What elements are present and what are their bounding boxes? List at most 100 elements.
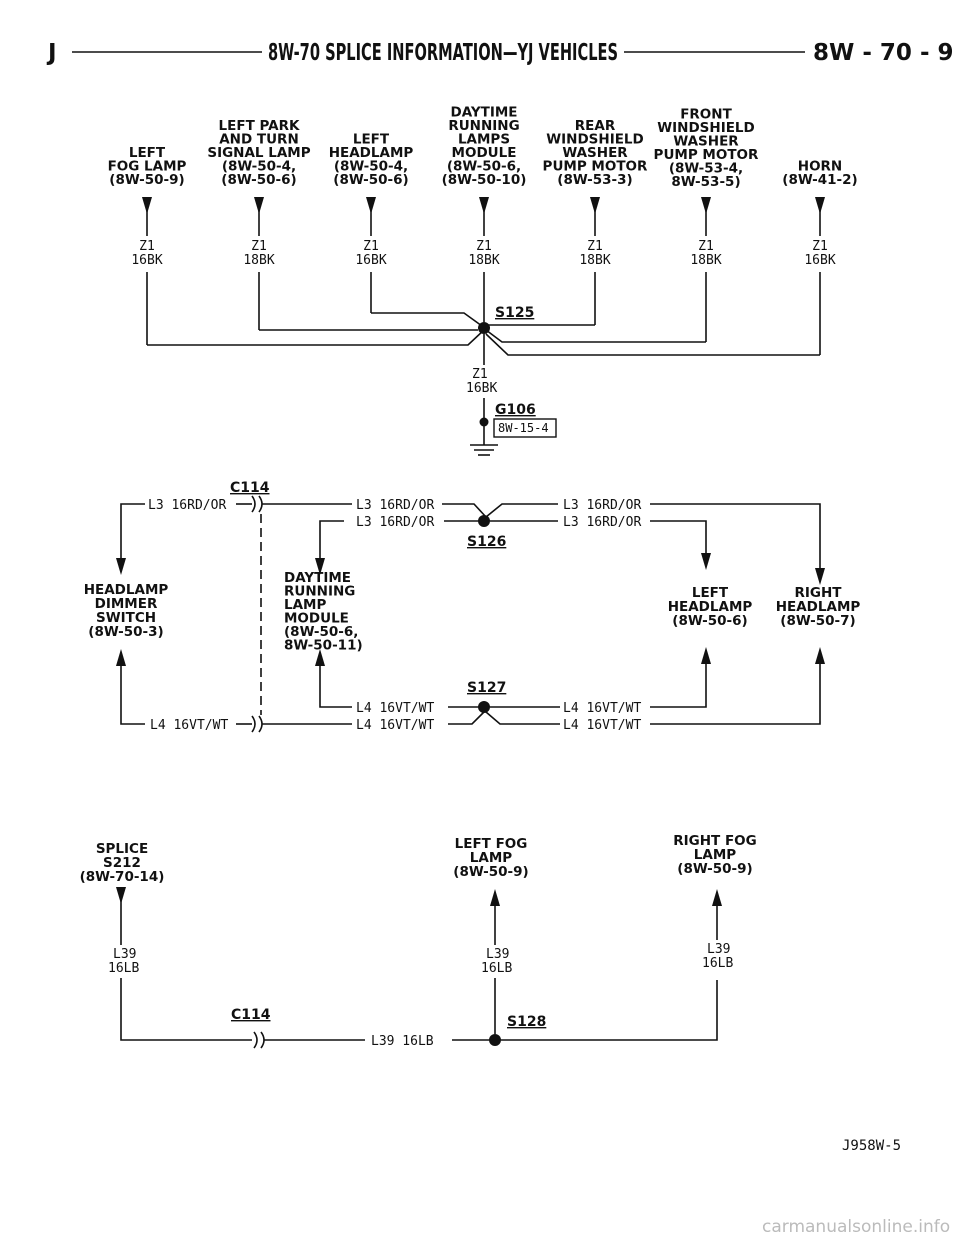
ground-ref: 8W-15-4 (498, 421, 549, 435)
mid-components: HEADLAMPDIMMERSWITCH(8W-50-3)DAYTIMERUNN… (84, 570, 861, 654)
component-label-line: LAMP (284, 597, 326, 613)
component-label-line: LAMP (470, 850, 512, 866)
arrow-up (701, 647, 711, 664)
wire-gauge: 16LB (481, 961, 512, 976)
component-label-line: WINDSHIELD (546, 132, 644, 148)
component-label-line: (8W-50-3) (88, 624, 163, 640)
wire-code: L39 (707, 942, 730, 957)
component-label-line: DIMMER (95, 596, 158, 612)
ground-point-dot (479, 417, 489, 427)
connector-c114-symbol (251, 715, 263, 733)
s126-s127-section: C114 L3 16RD/OR L3 16RD/OR L3 16RD/OR S1… (84, 480, 861, 733)
wire-l3 (485, 503, 558, 518)
wire-l3 (442, 503, 487, 518)
wire-label: L3 16RD/OR (356, 515, 434, 530)
arrow-up (712, 889, 722, 906)
wire-code: L39 (486, 947, 509, 962)
arrow-down (116, 887, 126, 904)
connector-label-c114-bottom: C114 (231, 1007, 271, 1023)
arrow-up (116, 649, 126, 666)
connector-c114-symbol (253, 1031, 265, 1049)
page-header: J 8W-70 SPLICE INFORMATION—YJ VEHICLES 8… (46, 40, 954, 66)
component-label-line: SPLICE (96, 841, 148, 857)
wire-gauge: 16BK (131, 253, 162, 268)
component-label-line: SIGNAL LAMP (207, 145, 310, 161)
wire-l3-left-headlamp (650, 520, 707, 555)
wire-l39-left (120, 978, 252, 1041)
wire-label: L4 16VT/WT (150, 718, 228, 733)
component-label-line: (8W-50-9) (677, 861, 752, 877)
out-wire-gauge: 16BK (466, 381, 497, 396)
wire-l3-drl (319, 520, 344, 560)
component-label-line: LEFT (692, 585, 729, 601)
header-letter: J (46, 40, 57, 66)
component-label-line: 8W-53-5) (671, 174, 740, 190)
component-label-line: PUMP MOTOR (654, 147, 759, 163)
arrow-up (315, 649, 325, 666)
component-label-line: LEFT PARK (219, 118, 300, 134)
component-label-line: (8W-50-10) (442, 172, 527, 188)
component-label-line: HEADLAMP (84, 582, 169, 598)
arrow-up (490, 889, 500, 906)
wire-gauge: 16LB (108, 961, 139, 976)
arrow-down (116, 558, 126, 575)
component-label-line: (8W-41-2) (782, 172, 857, 188)
wire-gauge: 18BK (243, 253, 274, 268)
component-label-line: (8W-50-6, (447, 159, 521, 175)
component-label-line: FRONT (680, 107, 732, 123)
page-number: 8W - 70 - 9 (813, 40, 954, 66)
wire-l39-right (501, 980, 718, 1041)
arrow-down (590, 197, 600, 214)
component-label-line: (8W-50-9) (453, 864, 528, 880)
wire-gauge: 18BK (690, 253, 721, 268)
wire-code: L39 (113, 947, 136, 962)
component-label-line: (8W-50-4, (334, 159, 408, 175)
wire-label: L4 16VT/WT (356, 701, 434, 716)
wire-run (147, 329, 485, 346)
watermark-text: carmanualsonline.info (762, 1217, 950, 1237)
splice-label-s128: S128 (507, 1014, 546, 1030)
arrow-down (701, 197, 711, 214)
component-label-line: HEADLAMP (668, 599, 753, 615)
wire-label: L3 16RD/OR (356, 498, 434, 513)
component-label-line: WINDSHIELD (657, 120, 755, 136)
wire-gauge: 16BK (355, 253, 386, 268)
wire-code: Z1 (476, 239, 492, 254)
component-label-line: WASHER (673, 134, 739, 150)
component-label-line: AND TURN (219, 132, 299, 148)
page-title: 8W-70 SPLICE INFORMATION—YJ VEHICLES (268, 40, 618, 66)
component-label-line: MODULE (284, 611, 349, 627)
wire-label: L4 16VT/WT (356, 718, 434, 733)
arrow-down (315, 558, 325, 575)
ground-label: G106 (495, 402, 536, 418)
arrow-down (254, 197, 264, 214)
component-label-line: (8W-50-4, (222, 159, 296, 175)
wire-label: L39 16LB (371, 1034, 434, 1049)
arrow-down (366, 197, 376, 214)
s125-wiring: S125 Z1 16BK G106 8W-15-4 (146, 272, 821, 456)
arrow-down (815, 197, 825, 214)
component-label-line: MODULE (452, 145, 517, 161)
connector-c114-symbol (251, 495, 263, 513)
wire-code: Z1 (587, 239, 603, 254)
wire-code: Z1 (139, 239, 155, 254)
wire-code: Z1 (363, 239, 379, 254)
wire-gauge: 16LB (702, 956, 733, 971)
wire-l4-drl (319, 664, 352, 708)
component-label-line: HEADLAMP (329, 145, 414, 161)
component-label-line: SWITCH (96, 610, 156, 626)
splice-dot-s127 (478, 701, 490, 713)
wire-l4-dimmer (120, 664, 145, 725)
splice-dot-s126 (478, 515, 490, 527)
component-label-line: (8W-50-7) (780, 613, 855, 629)
component-label-line: RUNNING (448, 118, 519, 134)
splice-label-s126: S126 (467, 534, 506, 550)
component-label-line: PUMP MOTOR (543, 159, 648, 175)
wire-gauge: 16BK (804, 253, 835, 268)
component-label-line: RUNNING (284, 584, 355, 600)
splice-dot-s128 (489, 1034, 501, 1046)
wire-label: L4 16VT/WT (563, 701, 641, 716)
wire-l4 (485, 711, 560, 725)
